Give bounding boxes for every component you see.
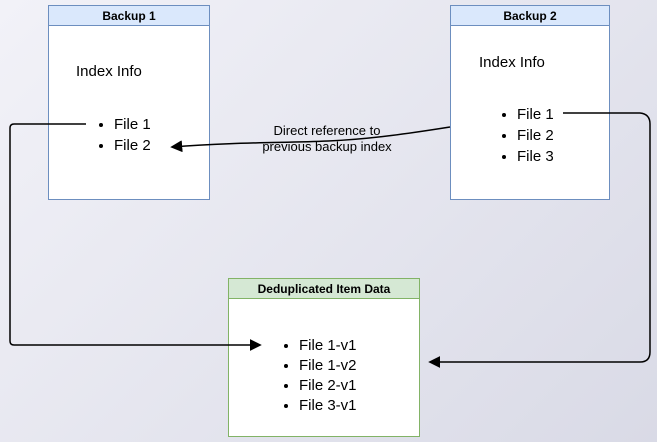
backup2-node: Backup 2 Index Info File 1 File 2 File 3 — [450, 5, 610, 200]
edge-annotation-line2: previous backup index — [262, 139, 392, 154]
dedup-node: Deduplicated Item Data File 1-v1 File 1-… — [228, 278, 420, 437]
edge-annotation: Direct reference to previous backup inde… — [237, 123, 417, 155]
dedup-title: Deduplicated Item Data — [229, 279, 419, 299]
backup1-file-item: File 1 — [114, 114, 151, 135]
dedup-file-item: File 2-v1 — [299, 376, 357, 396]
backup2-index-info-label: Index Info — [479, 54, 545, 71]
dedup-file-list: File 1-v1 File 1-v2 File 2-v1 File 3-v1 — [229, 336, 357, 416]
backup2-file-item: File 3 — [517, 146, 554, 167]
backup2-file-item: File 2 — [517, 125, 554, 146]
backup2-file-item: File 1 — [517, 104, 554, 125]
dedup-file-item: File 1-v1 — [299, 336, 357, 356]
backup2-file-list: File 1 File 2 File 3 — [451, 104, 554, 167]
backup1-node: Backup 1 Index Info File 1 File 2 — [48, 5, 210, 200]
backup1-index-info-label: Index Info — [76, 63, 142, 80]
edge-annotation-line1: Direct reference to — [273, 123, 381, 138]
backup1-file-list: File 1 File 2 — [49, 114, 151, 156]
backup1-title: Backup 1 — [49, 6, 209, 26]
backup2-title: Backup 2 — [451, 6, 609, 26]
dedup-file-item: File 3-v1 — [299, 396, 357, 416]
backup1-file-item: File 2 — [114, 135, 151, 156]
dedup-file-item: File 1-v2 — [299, 356, 357, 376]
